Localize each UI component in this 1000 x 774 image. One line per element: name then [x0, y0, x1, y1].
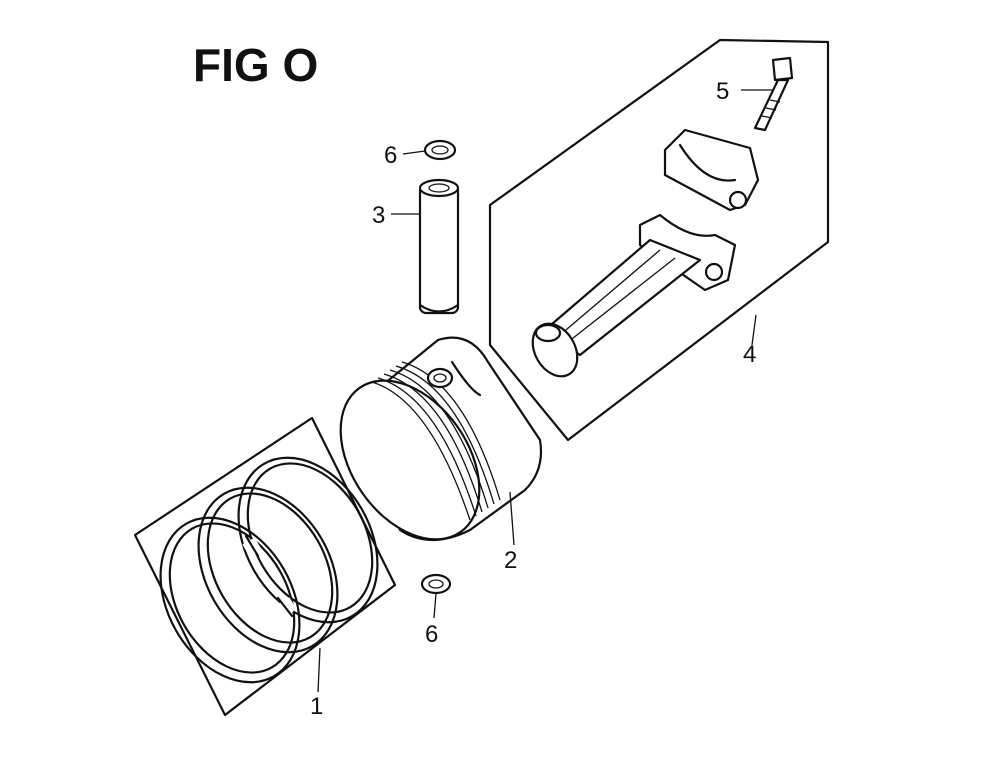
- bolt-icon: [753, 56, 794, 132]
- callout-6-bottom: 6: [425, 621, 438, 648]
- piston-icon: [339, 336, 543, 541]
- rod-assembly-frame: [488, 38, 830, 442]
- figure-title: FIG O: [193, 39, 319, 91]
- callout-1: 1: [310, 693, 323, 720]
- callout-3: 3: [372, 202, 385, 229]
- circlip-icon: [420, 573, 452, 595]
- callout-5: 5: [716, 78, 729, 105]
- callout-4: 4: [743, 341, 756, 368]
- circlip-icon: [423, 139, 457, 161]
- piston-ring-set-icon: [133, 416, 397, 717]
- connecting-rod-icon: [488, 38, 830, 442]
- callout-6-top: 6: [384, 142, 397, 169]
- callout-2: 2: [504, 547, 517, 574]
- leader-lines: [317, 89, 772, 693]
- piston-pin-icon: [418, 178, 460, 315]
